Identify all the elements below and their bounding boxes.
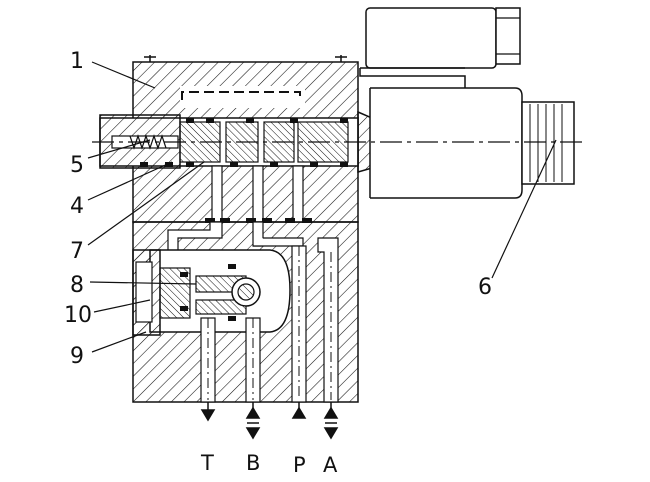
leader-6 — [491, 139, 557, 279]
solenoid-coil — [359, 7, 575, 199]
port-a-arrow — [323, 402, 339, 440]
leader-7 — [87, 161, 205, 246]
callout-5: 5 — [70, 153, 84, 178]
callout-1: 1 — [70, 49, 84, 74]
leader-lines — [87, 61, 557, 353]
callout-9: 9 — [70, 344, 84, 369]
port-p-label: P — [293, 453, 306, 477]
callout-8: 8 — [70, 273, 84, 298]
port-arrows — [200, 402, 339, 440]
leader-4 — [87, 161, 173, 201]
port-p-arrow — [291, 402, 307, 419]
leader-9 — [91, 331, 147, 353]
leader-8 — [89, 281, 197, 285]
lower-valve-body — [132, 218, 359, 403]
callout-labels: 1 5 4 7 8 10 9 6 — [64, 49, 492, 369]
callout-6: 6 — [478, 275, 492, 300]
leader-10 — [93, 299, 151, 313]
port-a-label: A — [323, 453, 338, 477]
port-b-arrow — [245, 402, 261, 440]
leader-5 — [87, 139, 151, 159]
leader-1 — [91, 61, 156, 89]
port-t-label: T — [200, 451, 214, 475]
callout-10: 10 — [64, 303, 92, 328]
port-b-label: B — [246, 451, 260, 475]
port-t-arrow — [200, 402, 216, 422]
callout-4: 4 — [70, 194, 84, 219]
callout-7: 7 — [70, 239, 84, 264]
upper-valve-body — [99, 55, 381, 223]
port-labels: T B P A — [200, 451, 338, 477]
